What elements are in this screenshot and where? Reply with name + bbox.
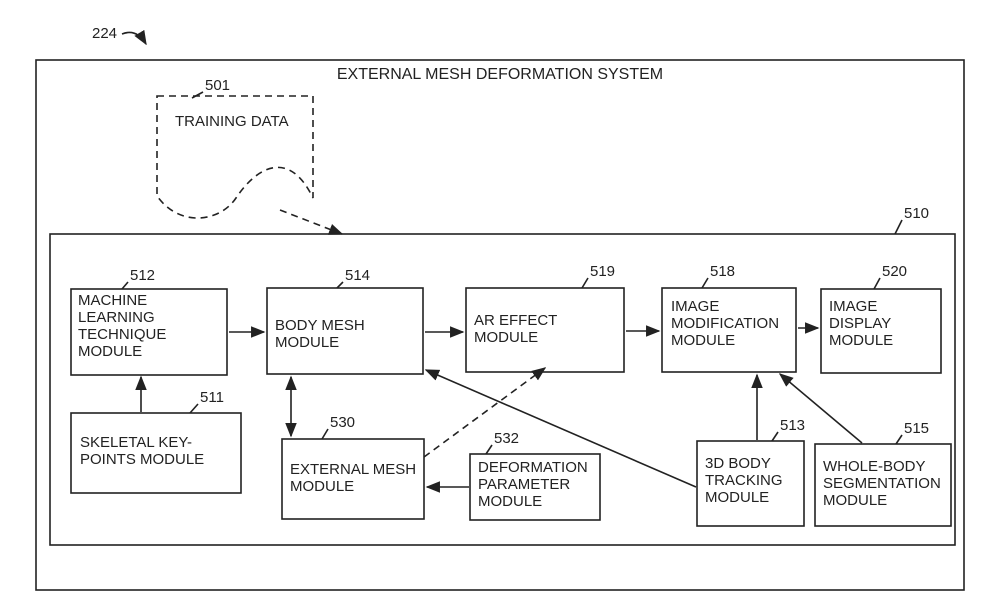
- training-to-inner-arrow: [279, 209, 344, 235]
- machine-learning-module-ref: 512: [130, 267, 155, 284]
- machine-learning-module-ref-leader: [121, 281, 129, 290]
- ar-effect-module: AR EFFECT MODULE: [465, 287, 625, 373]
- machine-learning-module: MACHINE LEARNING TECHNIQUE MODULE: [70, 288, 228, 376]
- deformation-parameter-module-ref-leader: [485, 444, 493, 455]
- inner-frame-ref: 510: [904, 205, 929, 222]
- skeletal-keypoints-module-ref: 511: [200, 389, 224, 406]
- deformation-parameter-module-ref: 532: [494, 430, 519, 447]
- body-mesh-module-ref-leader: [336, 281, 344, 289]
- image-display-module-ref-leader: [873, 277, 881, 290]
- training-data-ref-leader: [191, 91, 204, 99]
- segmentation-to-image-modification-arrow: [778, 373, 863, 444]
- inner-frame-ref-leader: [894, 219, 903, 235]
- image-modification-module-ref: 518: [710, 263, 735, 280]
- skeletal-keypoints-module-ref-leader: [189, 403, 199, 414]
- skeletal-keypoints-module: SKELETAL KEY- POINTS MODULE: [70, 412, 242, 494]
- body-tracking-module-ref: 513: [780, 417, 805, 434]
- figure-ref-leader: [121, 29, 147, 46]
- whole-body-segmentation-module-ref-leader: [895, 434, 903, 445]
- image-display-module-label: IMAGE DISPLAY MODULE: [829, 298, 895, 349]
- external-mesh-to-ar-effect-arrow: [423, 367, 547, 458]
- training-data-label: TRAINING DATA: [175, 113, 289, 130]
- body-mesh-module: BODY MESH MODULE: [266, 287, 424, 375]
- figure-ref: 224: [92, 25, 117, 42]
- external-mesh-module-ref-leader: [321, 428, 329, 440]
- skeletal-keypoints-module-label: SKELETAL KEY- POINTS MODULE: [80, 434, 204, 468]
- external-mesh-module: EXTERNAL MESH MODULE: [281, 438, 425, 520]
- body-tracking-module-ref-leader: [771, 431, 779, 442]
- ar-effect-module-ref-leader: [581, 277, 589, 289]
- system-title: EXTERNAL MESH DEFORMATION SYSTEM: [337, 66, 663, 83]
- body-mesh-module-label: BODY MESH MODULE: [275, 317, 369, 351]
- whole-body-segmentation-module: WHOLE-BODY SEGMENTATION MODULE: [814, 443, 952, 527]
- image-modification-module-ref-leader: [701, 277, 709, 289]
- ar-effect-module-ref: 519: [590, 263, 615, 280]
- body-tracking-module: 3D BODY TRACKING MODULE: [696, 440, 805, 527]
- training-data-ref: 501: [205, 77, 230, 94]
- image-display-module: IMAGE DISPLAY MODULE: [820, 288, 942, 374]
- deformation-parameter-module: DEFORMATION PARAMETER MODULE: [469, 453, 601, 521]
- inner-frame: [49, 233, 956, 546]
- external-mesh-module-label: EXTERNAL MESH MODULE: [290, 461, 420, 495]
- system-frame: [35, 59, 965, 591]
- image-modification-module: IMAGE MODIFICATION MODULE: [661, 287, 797, 373]
- tracking-to-body-mesh-arrow: [424, 369, 697, 488]
- image-modification-module-label: IMAGE MODIFICATION MODULE: [671, 298, 783, 349]
- machine-learning-module-label: MACHINE LEARNING TECHNIQUE MODULE: [78, 292, 171, 360]
- body-tracking-module-label: 3D BODY TRACKING MODULE: [705, 455, 787, 506]
- external-mesh-module-ref: 530: [330, 414, 355, 431]
- ar-effect-module-label: AR EFFECT MODULE: [474, 312, 561, 346]
- training-data-shape: [156, 95, 314, 219]
- body-mesh-module-ref: 514: [345, 267, 370, 284]
- deformation-parameter-module-label: DEFORMATION PARAMETER MODULE: [478, 459, 592, 510]
- image-display-module-ref: 520: [882, 263, 907, 280]
- whole-body-segmentation-module-ref: 515: [904, 420, 929, 437]
- whole-body-segmentation-module-label: WHOLE-BODY SEGMENTATION MODULE: [823, 458, 945, 509]
